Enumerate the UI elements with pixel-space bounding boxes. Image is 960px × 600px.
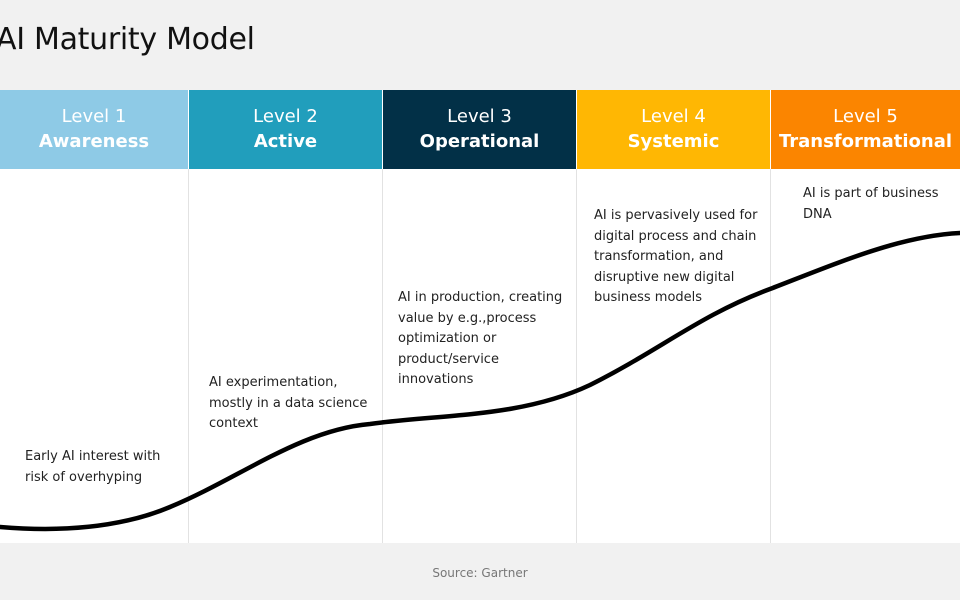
level-5-number: Level 5 [833,106,898,127]
column-divider [770,169,771,543]
level-3-number: Level 3 [447,106,512,127]
level-3-name: Operational [419,131,540,152]
level-4-header: Level 4 Systemic [577,90,770,169]
level-1-description: Early AI interest with risk of overhypin… [25,449,161,485]
level-3-description: AI in production, creating value by e.g.… [398,290,563,387]
level-5-description: AI is part of business DNA [803,186,939,222]
source-note: Source: Gartner [432,566,528,580]
level-2-header: Level 2 Active [189,90,382,169]
column-divider [382,169,383,543]
level-2-description: AI experimentation, mostly in a data sci… [209,375,368,431]
level-1-name: Awareness [38,131,150,152]
level-5-name: Transformational [778,131,953,152]
level-4-description: AI is pervasively used for digital proce… [594,208,758,305]
page-title: AI Maturity Model [0,22,255,57]
level-1-number: Level 1 [61,106,127,127]
column-divider [188,169,189,543]
level-3-header: Level 3 Operational [383,90,576,169]
maturity-curve-line [0,230,960,532]
column-divider [576,169,577,543]
level-2-number: Level 2 [253,106,318,127]
level-4-number: Level 4 [641,106,706,127]
level-2-name: Active [253,131,318,152]
level-1-header: Level 1 Awareness [0,90,188,169]
level-4-name: Systemic [627,131,720,152]
level-5-header: Level 5 Transformational [771,90,960,169]
